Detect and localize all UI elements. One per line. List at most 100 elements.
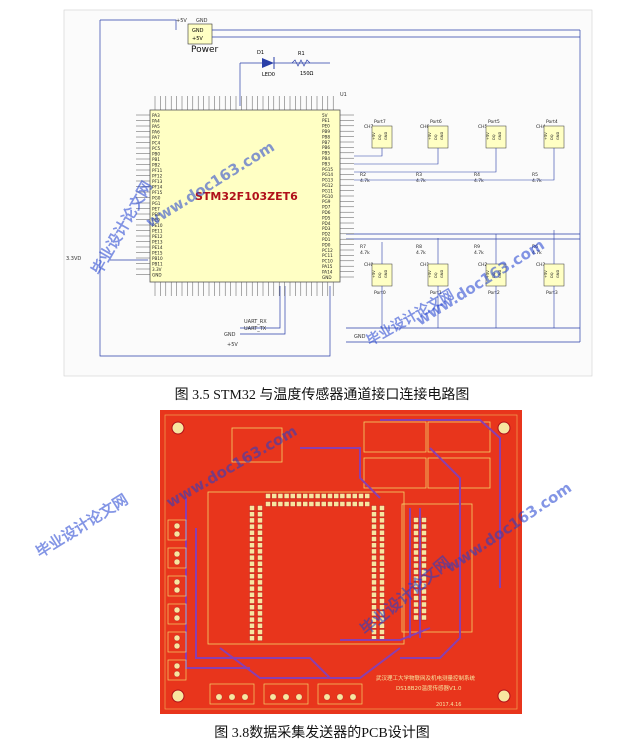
chip-pin-label: PA5 bbox=[152, 124, 160, 129]
sensor-pin-label: +5V bbox=[486, 270, 490, 278]
power-label: Power bbox=[191, 45, 219, 55]
pcb-pad bbox=[295, 693, 303, 701]
pcb-pad bbox=[371, 511, 377, 517]
chip-pin-label: PD7 bbox=[322, 205, 331, 210]
pcb-pad bbox=[339, 493, 346, 499]
pcb-pad bbox=[257, 592, 263, 598]
pcb-pad bbox=[421, 523, 427, 530]
pcb-pad bbox=[421, 562, 427, 569]
pcb-pad bbox=[296, 493, 302, 499]
pcb-pad bbox=[371, 598, 377, 604]
pcb-pad bbox=[249, 623, 255, 629]
pcb-pad bbox=[379, 505, 385, 511]
sensor-ref: CH4 bbox=[536, 124, 546, 130]
pcb-pad bbox=[257, 561, 263, 567]
pcb-pad bbox=[413, 601, 419, 608]
pcb-pad bbox=[413, 614, 419, 621]
pcb-pad bbox=[379, 517, 385, 524]
sensor-name: Port0 bbox=[374, 290, 386, 296]
pcb-pad bbox=[241, 693, 249, 701]
pcb-pad bbox=[173, 634, 181, 642]
pcb-pad bbox=[371, 567, 377, 573]
pcb-pad bbox=[257, 567, 263, 573]
sensor-pin-label: +5V bbox=[372, 270, 376, 278]
pcb-pad bbox=[327, 493, 333, 499]
chip-pin-label: PD5 bbox=[322, 215, 331, 220]
pcb-pad bbox=[257, 629, 263, 635]
chip-pin-label: 5V bbox=[322, 113, 328, 118]
sensor-pin-label: GND bbox=[498, 132, 502, 140]
chip-pin-label: PA3 bbox=[152, 113, 160, 118]
pcb-header bbox=[167, 631, 187, 653]
pcb-pad bbox=[379, 629, 385, 635]
chip-pin-label: PB1 bbox=[152, 157, 160, 162]
pcb-pad bbox=[228, 693, 236, 701]
chip-pin-label: PB11 bbox=[152, 261, 163, 266]
pcb-pad bbox=[379, 623, 385, 629]
sensor-ref: CH3 bbox=[536, 262, 546, 268]
chip-pin-label: PA4 bbox=[152, 118, 160, 123]
pcb-pad bbox=[257, 511, 263, 517]
pcb-pad bbox=[321, 501, 327, 507]
chip-pin-label: PE11 bbox=[152, 228, 163, 233]
pcb-pad bbox=[421, 569, 427, 575]
pcb-pad bbox=[269, 693, 277, 701]
pcb-pad bbox=[379, 585, 385, 592]
pcb-pad bbox=[249, 573, 255, 579]
pcb-pad bbox=[371, 623, 377, 629]
pcb-pad bbox=[413, 530, 419, 536]
led-circuit: D1 LED0 R1 150Ω bbox=[212, 29, 580, 106]
pcb-pad bbox=[371, 604, 377, 610]
pcb-pad bbox=[379, 573, 385, 579]
pcb-pad bbox=[345, 501, 352, 507]
chip-pin-label: PG12 bbox=[322, 183, 333, 188]
pcb-pad bbox=[413, 536, 419, 543]
chip-pin-label: PF15 bbox=[152, 190, 163, 195]
pcb-pad bbox=[364, 501, 370, 507]
sensor-pin-label: DQ bbox=[492, 134, 496, 140]
board-date: 2017.4.16 bbox=[436, 702, 461, 708]
chip-pin-label: PB2 bbox=[152, 162, 160, 167]
chip-pin-label: PG0 bbox=[152, 195, 161, 200]
pcb-pad bbox=[413, 562, 419, 569]
sensor-resistor-val: 4.7k bbox=[474, 178, 484, 184]
sensor-ref: CH5 bbox=[478, 124, 488, 130]
sensor-name: Port5 bbox=[488, 119, 500, 125]
power-pin-label: GND bbox=[196, 18, 208, 24]
chip-pin-label: PF14 bbox=[152, 184, 163, 189]
pcb-header bbox=[209, 683, 255, 705]
pcb-pad bbox=[173, 558, 181, 566]
pcb-pad bbox=[257, 517, 263, 524]
chip-pin-label: PB8 bbox=[322, 134, 330, 139]
pcb-pad bbox=[379, 592, 385, 598]
pcb-header bbox=[167, 659, 187, 681]
pcb-pad bbox=[308, 493, 315, 499]
chip-pin-label: PG13 bbox=[322, 178, 333, 183]
sensor-wire bbox=[354, 148, 497, 173]
pcb-pad bbox=[249, 530, 255, 536]
pcb-pad bbox=[413, 569, 419, 575]
power-pin-label: +5V bbox=[176, 18, 187, 24]
pcb-pad bbox=[302, 493, 308, 499]
sensor-pin-label: DQ bbox=[492, 272, 496, 278]
pcb-pad bbox=[379, 616, 385, 623]
pcb-pad bbox=[257, 573, 263, 579]
pcb-pad bbox=[421, 517, 427, 523]
chip-pin-label: PD4 bbox=[322, 221, 331, 226]
sensor-resistor-ref: R6 bbox=[532, 244, 538, 250]
pcb-pad bbox=[282, 693, 290, 701]
pcb-pad bbox=[257, 598, 263, 604]
led-ref: D1 bbox=[257, 50, 264, 56]
chip-pin-label: PC12 bbox=[322, 248, 333, 253]
sensor-pin-label: GND bbox=[556, 270, 560, 278]
pcb-pad bbox=[257, 554, 263, 561]
chip-label: STM32F103ZET6 bbox=[195, 190, 298, 203]
pcb-pad bbox=[283, 501, 290, 507]
sensor-name: Port6 bbox=[430, 119, 442, 125]
pcb-pad bbox=[257, 635, 263, 641]
pcb-pad bbox=[321, 493, 327, 499]
sensor-name: Port3 bbox=[546, 290, 558, 296]
